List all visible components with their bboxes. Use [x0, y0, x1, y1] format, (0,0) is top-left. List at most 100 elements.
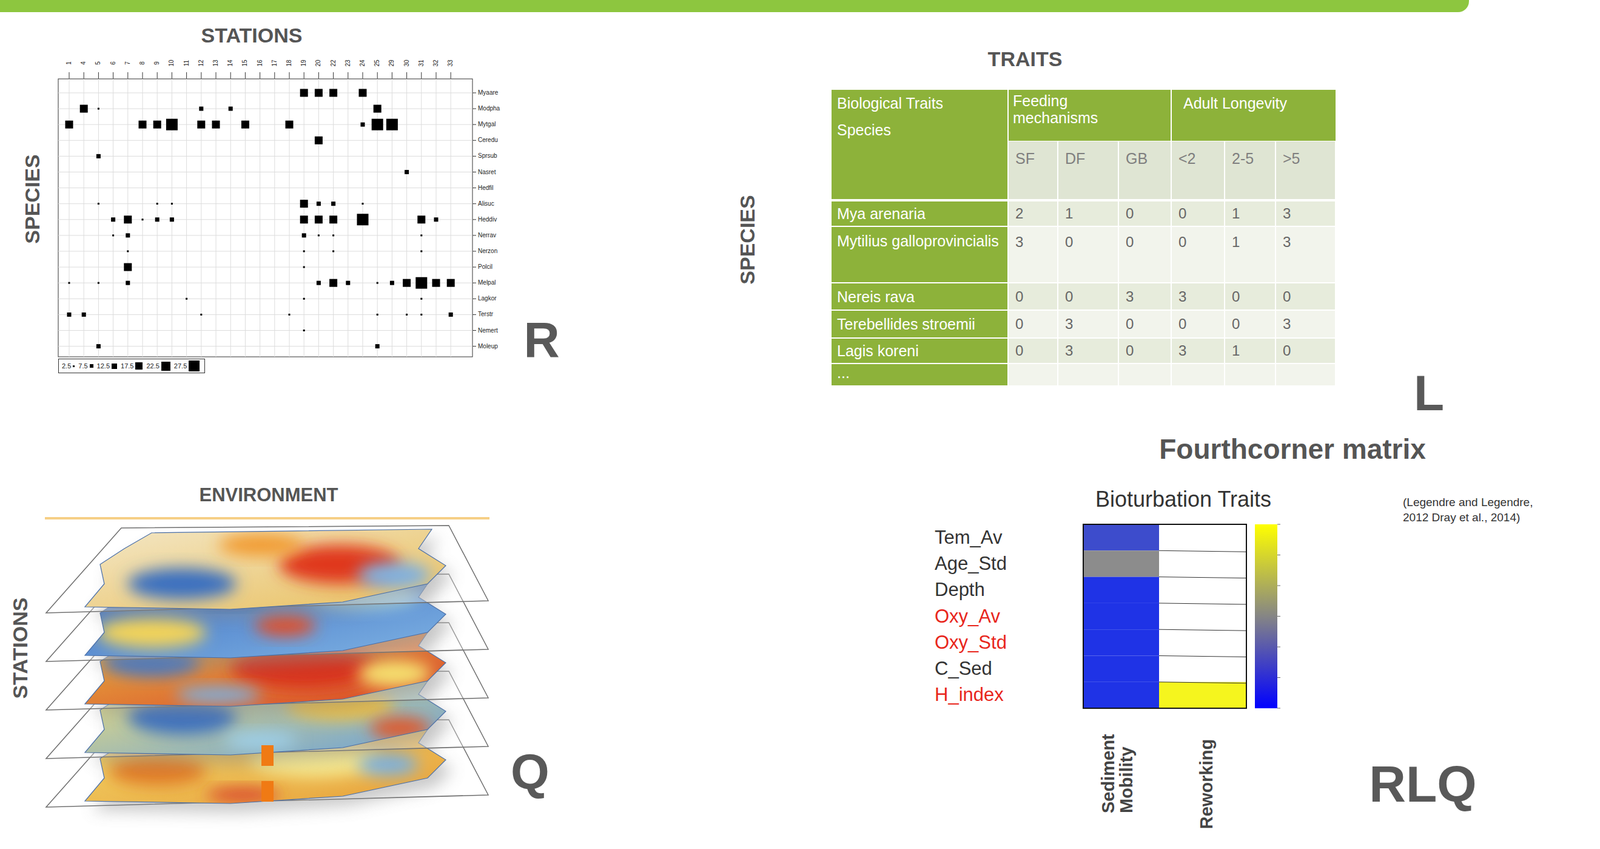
- abundance-square: [212, 120, 221, 129]
- table-subheader: >5: [1282, 149, 1301, 168]
- grid-line: [58, 140, 473, 141]
- tick: [472, 108, 477, 110]
- table-cell: 3: [1125, 288, 1134, 306]
- abundance-square: [123, 263, 132, 272]
- table-cell: [1058, 363, 1118, 386]
- grid-line: [230, 78, 232, 357]
- table-cell: [1171, 201, 1224, 226]
- tick: [472, 203, 477, 204]
- table-cell: [1058, 310, 1118, 338]
- header-bar: [0, 0, 1469, 13]
- species-code: Melpal: [477, 278, 496, 287]
- legend-text: 17.5: [120, 362, 134, 370]
- table-cell: 1: [1065, 205, 1073, 222]
- table-cell: 0: [1015, 342, 1024, 360]
- table-cell: [1119, 283, 1171, 310]
- station-number: 23: [344, 59, 352, 67]
- map-patch: [97, 616, 207, 648]
- tick: [472, 345, 477, 347]
- table-cell: 0: [1178, 315, 1187, 333]
- matrix-rule: [1159, 576, 1247, 579]
- tick: [215, 72, 217, 79]
- tick: [157, 72, 158, 79]
- table-cell: 0: [1231, 315, 1240, 333]
- table-cell: [1225, 201, 1275, 226]
- table-subheader: [1119, 141, 1171, 199]
- abundance-square: [303, 250, 306, 253]
- station-number: 14: [226, 59, 235, 67]
- table-cell: 0: [1015, 288, 1024, 306]
- station-number: 16: [256, 59, 264, 67]
- abundance-square: [185, 297, 188, 300]
- tick: [83, 72, 85, 79]
- station-number: 33: [447, 59, 455, 67]
- species-code: Hedfil: [477, 184, 494, 192]
- station-number: 24: [359, 59, 367, 67]
- table-rule: [1007, 89, 1009, 386]
- abundance-square: [198, 106, 204, 111]
- table-subheader: 2-5: [1231, 149, 1254, 168]
- table-cell: 1: [1231, 233, 1240, 251]
- abundance-square: [329, 278, 338, 287]
- table-cell: 3: [1065, 342, 1073, 360]
- species-code: Alisuc: [477, 200, 495, 208]
- table-rule: [1170, 89, 1172, 141]
- table-cell: [1276, 338, 1335, 363]
- tick: [303, 72, 305, 79]
- abundance-square: [373, 104, 382, 113]
- abundance-square: [314, 215, 323, 224]
- abundance-square: [303, 329, 306, 332]
- matrix-cell: [1159, 602, 1247, 629]
- map-patch: [218, 533, 304, 556]
- abundance-square: [67, 312, 72, 317]
- grid-line: [58, 234, 473, 236]
- table-cell: 3: [1178, 342, 1187, 360]
- tick: [472, 92, 477, 94]
- table-header: Species: [836, 121, 891, 139]
- grid-line: [58, 266, 473, 268]
- abundance-square: [447, 278, 455, 287]
- map: [84, 528, 446, 609]
- abundance-square: [80, 104, 88, 113]
- legend-square: [188, 360, 200, 372]
- abundance-square: [68, 282, 71, 284]
- tick: [289, 72, 290, 79]
- matrix-letter: Q: [510, 742, 550, 800]
- abundance-square: [228, 106, 233, 111]
- matrix-cell: [1083, 681, 1160, 708]
- abundance-square: [197, 120, 206, 129]
- table-species-cell: [831, 310, 1009, 338]
- grid-line: [186, 78, 187, 357]
- table-subheader: [1225, 141, 1275, 199]
- abundance-square: [376, 282, 379, 284]
- abundance-square: [241, 120, 250, 129]
- station-number: 29: [388, 59, 397, 67]
- species-code: Nerrav: [477, 231, 497, 239]
- table-cell: 0: [1065, 233, 1073, 251]
- abundance-square: [329, 215, 338, 224]
- table-cell: 1: [1231, 205, 1240, 222]
- grid-line: [58, 187, 473, 189]
- tick: [472, 187, 477, 189]
- table-species-cell: [831, 201, 1009, 226]
- matrix-rule: [1159, 550, 1247, 552]
- station-number: 25: [373, 59, 381, 67]
- station-number: 18: [285, 59, 293, 67]
- table-cell: [1008, 310, 1058, 338]
- station-number: 7: [124, 61, 132, 65]
- table-cell: 3: [1282, 315, 1291, 333]
- abundance-square: [420, 250, 423, 253]
- panel-title: ENVIRONMENT: [198, 484, 338, 506]
- colorbar-tick: [1277, 676, 1281, 678]
- table-cell: 0: [1178, 233, 1187, 251]
- abundance-square: [110, 217, 116, 222]
- species-code: Heddiv: [477, 215, 497, 224]
- station-number: 15: [242, 59, 250, 67]
- species-code: Terstr: [477, 311, 494, 319]
- environment-variable: Oxy_Std: [934, 631, 1007, 654]
- abundance-square: [345, 280, 350, 286]
- grid-line: [58, 92, 473, 94]
- station-number: 13: [212, 59, 220, 67]
- abundance-square: [329, 89, 338, 98]
